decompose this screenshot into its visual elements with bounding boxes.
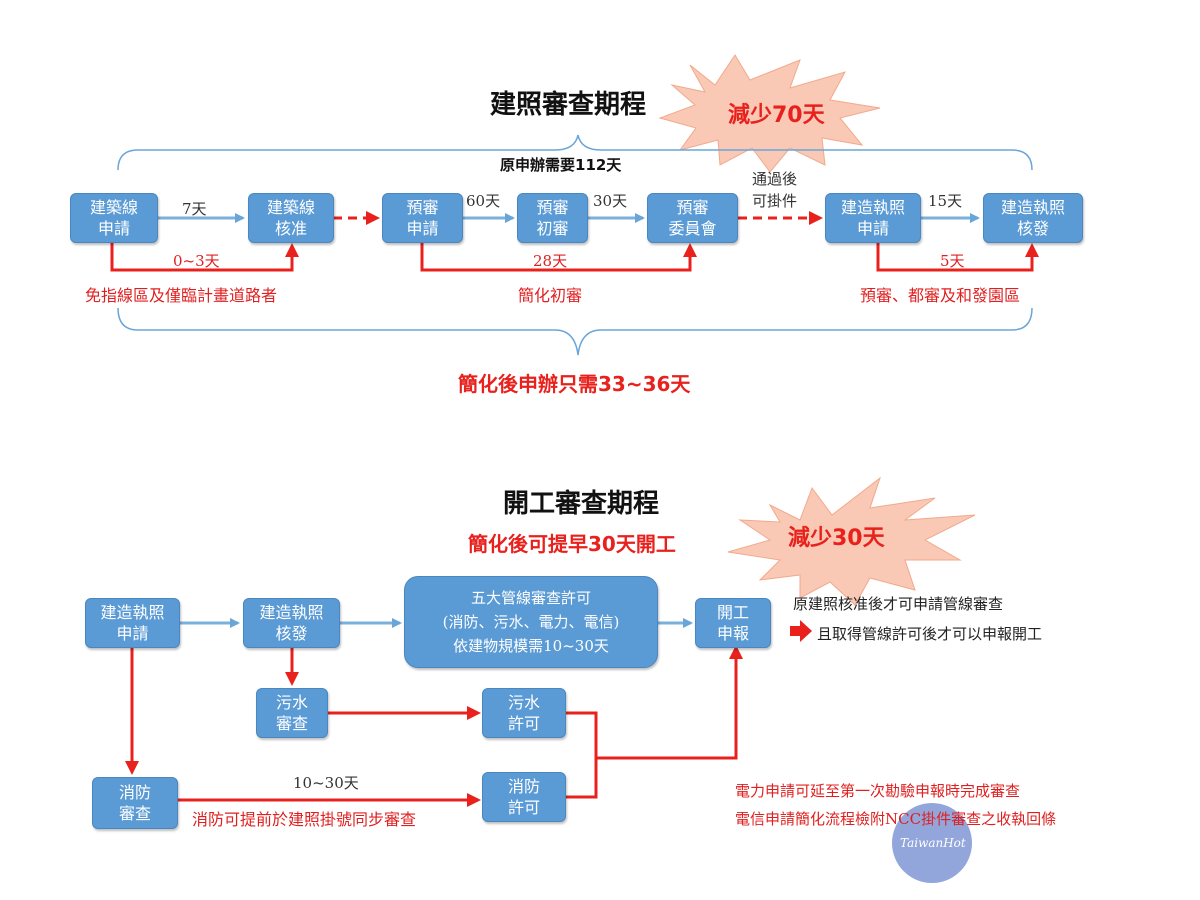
box-sewage-review: 污水 審查 <box>256 688 328 738</box>
note-pre-review-areas: 預審、都審及和發園區 <box>860 286 1021 305</box>
bypass-b3-b5 <box>420 242 697 272</box>
box-line-1: 開工 <box>716 603 749 622</box>
box-line-2: 申請 <box>97 219 130 238</box>
watermark-logo-icon <box>892 803 972 883</box>
label-7-days: 7天 <box>182 200 207 218</box>
box-fire-permit: 消防 許可 <box>482 772 566 822</box>
box-line-1: 污水 <box>507 693 540 712</box>
label-15-days: 15天 <box>928 192 963 210</box>
box-building-line-apply: 建築線 申請 <box>70 193 158 243</box>
box-line-2: 許可 <box>507 798 540 817</box>
note-original-commence: 且取得管線許可後才可以申報開工 <box>817 625 1043 643</box>
box-line-2: 申請 <box>406 219 439 238</box>
box-line-2: (消防、污水、電力、電信) <box>442 613 620 631</box>
box-line-1: 建造執照 <box>100 603 165 622</box>
label-5-days: 5天 <box>940 252 965 270</box>
top-brace <box>117 134 1033 171</box>
box-building-line-approve: 建築線 核准 <box>248 193 334 243</box>
label-0-3-days: 0~3天 <box>173 252 220 270</box>
burst-shape-bottom <box>727 476 976 606</box>
bottom-brace <box>117 307 1033 356</box>
box-c-license-apply: 建造執照 申請 <box>85 598 180 648</box>
box-line-1: 建造執照 <box>259 603 324 622</box>
bottom-subtitle: 簡化後可提早30天開工 <box>468 532 676 556</box>
box-fire-review: 消防 審查 <box>92 777 178 829</box>
box-c-license-issue: 建造執照 核發 <box>243 598 340 648</box>
box-line-2: 申報 <box>716 624 749 643</box>
box-line-1: 預審 <box>536 198 569 217</box>
box-line-2: 核發 <box>275 624 308 643</box>
box-construction-license-issue: 建造執照 核發 <box>983 193 1083 243</box>
box-line-1: 建造執照 <box>840 198 905 217</box>
arrow-merge-c4 <box>596 645 743 760</box>
box-line-2: 核發 <box>1016 219 1049 238</box>
note-fire-parallel: 消防可提前於建照掛號同步審查 <box>192 810 417 829</box>
top-result: 簡化後申辦只需33~36天 <box>458 372 691 396</box>
box-commence-report: 開工 申報 <box>695 598 771 648</box>
original-duration-note: 原申辦需要112天 <box>500 156 622 174</box>
label-can-file: 可掛件 <box>752 192 798 210</box>
note-exempt-line: 免指線區及僅臨計畫道路者 <box>85 286 278 305</box>
note-power: 電力申請可延至第一次勘驗申報時完成審查 <box>735 782 1021 800</box>
box-line-2: 申請 <box>116 624 149 643</box>
note-telecom: 電信申請簡化流程檢附NCC掛件審查之收執回條 <box>735 810 1057 828</box>
label-60-days: 60天 <box>466 192 501 210</box>
box-pre-review-apply: 預審 申請 <box>382 193 463 243</box>
box-line-1: 建築線 <box>89 198 138 217</box>
box-line-2: 申請 <box>856 219 889 238</box>
note-original-pipeline: 原建照核准後才可申請管線審查 <box>793 595 1004 613</box>
box-line-3: 依建物規模需10~30天 <box>453 637 609 655</box>
box-five-pipelines: 五大管線審查許可 (消防、污水、電力、電信) 依建物規模需10~30天 <box>404 576 658 668</box>
box-line-1: 建造執照 <box>1000 198 1065 217</box>
box-construction-license-apply: 建造執照 申請 <box>825 193 921 243</box>
box-pre-review-committee: 預審 委員會 <box>647 193 738 243</box>
box-line-2: 核准 <box>274 219 307 238</box>
bypass-b1-b2 <box>110 242 299 272</box>
box-sewage-permit: 污水 許可 <box>482 688 566 738</box>
box-line-1: 預審 <box>676 198 709 217</box>
box-line-2: 初審 <box>536 219 569 238</box>
legend-red-arrow-icon <box>790 620 812 642</box>
watermark-text: TaiwanHot <box>900 836 966 850</box>
merge-c6-c8 <box>566 711 598 799</box>
bypass-b6-b7 <box>876 242 1039 272</box>
box-line-2: 審查 <box>275 714 308 733</box>
label-pass-after: 通過後 <box>752 170 798 188</box>
top-burst-label: 減少70天 <box>728 103 825 128</box>
box-line-1: 污水 <box>275 693 308 712</box>
bottom-title: 開工審查期程 <box>503 489 660 519</box>
box-line-1: 建築線 <box>266 198 315 217</box>
label-28-days: 28天 <box>533 252 568 270</box>
box-line-1: 消防 <box>507 777 540 796</box>
note-simplified-initial: 簡化初審 <box>518 286 583 305</box>
box-line-1: 五大管線審查許可 <box>470 589 591 607</box>
box-line-2: 委員會 <box>668 219 717 238</box>
top-title: 建照審查期程 <box>490 90 647 120</box>
burst-shape-top <box>658 54 881 173</box>
box-line-2: 審查 <box>118 804 151 823</box>
box-pre-review-initial: 預審 初審 <box>517 193 588 243</box>
label-30-days: 30天 <box>593 192 628 210</box>
box-line-1: 預審 <box>406 198 439 217</box>
box-line-2: 許可 <box>507 714 540 733</box>
bottom-burst-label: 減少30天 <box>788 526 885 551</box>
box-line-1: 消防 <box>118 783 151 802</box>
label-10-30-days: 10~30天 <box>293 774 359 792</box>
